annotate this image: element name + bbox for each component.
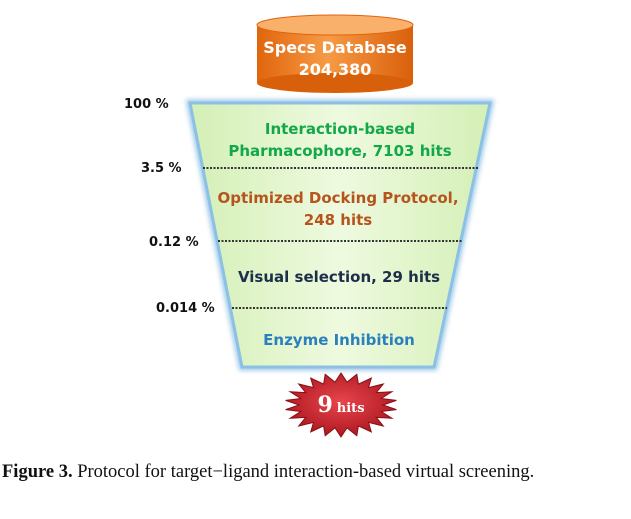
percentage-label-1: 100 %: [124, 97, 169, 112]
database-cylinder: Specs Database 204,380: [256, 14, 414, 93]
cylinder-top: [256, 14, 414, 36]
caption-text: Protocol for target−ligand interaction-b…: [77, 462, 535, 482]
stage-2-line-2: 248 hits: [304, 211, 373, 229]
cylinder-bottom: [257, 73, 413, 93]
figure-caption: Figure 3. Protocol for target−ligand int…: [2, 461, 626, 484]
result-word: hits: [337, 401, 365, 416]
stage-1-line-1: Interaction-based: [265, 120, 415, 138]
percentage-label-2: 3.5 %: [141, 161, 182, 176]
database-name: Specs Database: [263, 38, 407, 57]
funnel: [185, 99, 495, 371]
percentage-label-3: 0.12 %: [149, 235, 199, 250]
stage-3-line-1: Visual selection, 29 hits: [238, 268, 440, 286]
stage-1-line-2: Pharmacophore, 7103 hits: [228, 142, 451, 160]
stage-2-line-1: Optimized Docking Protocol,: [217, 189, 458, 207]
result-number: 9: [317, 392, 332, 418]
database-count: 204,380: [299, 60, 372, 79]
starburst-shape: [285, 372, 397, 438]
result-starburst: 9 hits: [285, 372, 397, 438]
stage-4-line-1: Enzyme Inhibition: [263, 331, 415, 349]
percentage-label-4: 0.014 %: [156, 301, 215, 316]
caption-label: Figure 3.: [2, 462, 73, 482]
result-label: 9 hits: [317, 392, 364, 418]
